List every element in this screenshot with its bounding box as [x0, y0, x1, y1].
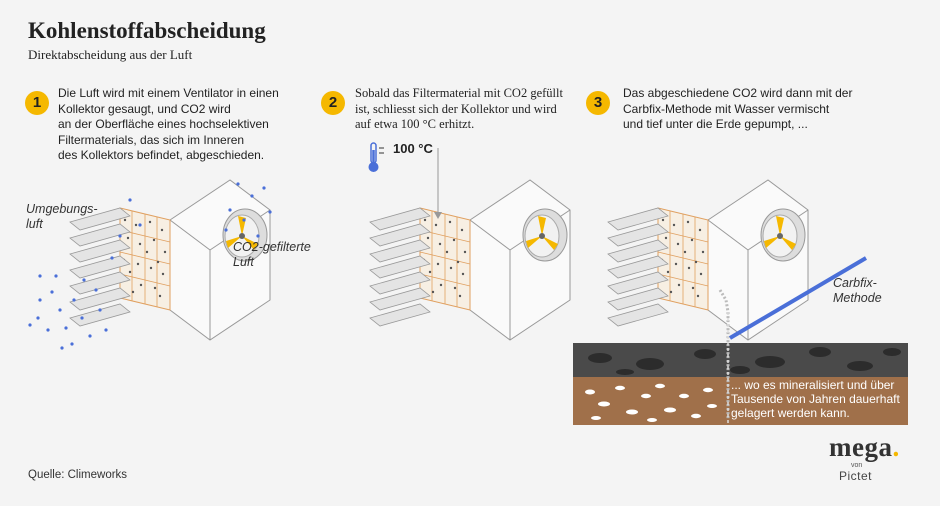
step-1-badge: 1 [25, 91, 49, 115]
page-subtitle: Direktabscheidung aus der Luft [28, 47, 193, 62]
logo-pictet: Pictet [839, 469, 873, 483]
mega-logo: mega. [829, 432, 900, 462]
filtered-air-label: CO2-gefilterte Luft [233, 240, 311, 269]
page-title: Kohlenstoffabscheidung [28, 18, 266, 43]
underground-label: ... wo es mineralisiert und über Tausend… [731, 378, 900, 420]
carbfix-label: Carbfix- Methode [833, 276, 882, 305]
logo-von: von [851, 462, 863, 469]
step-1-text: Die Luft wird mit einem Ventilator in ei… [58, 86, 279, 162]
step-2-badge: 2 [321, 91, 345, 115]
ambient-air-label: Umgebungs- luft [26, 202, 98, 231]
step-2-text: Sobald das Filtermaterial mit CO2 gefüll… [355, 86, 563, 131]
temperature-label: 100 °C [393, 141, 433, 156]
thermometer-icon [368, 142, 384, 172]
step-3-text: Das abgeschiedene CO2 wird dann mit der … [623, 86, 853, 131]
source-label: Quelle: Climeworks [28, 469, 128, 481]
step-3-badge: 3 [586, 91, 610, 115]
